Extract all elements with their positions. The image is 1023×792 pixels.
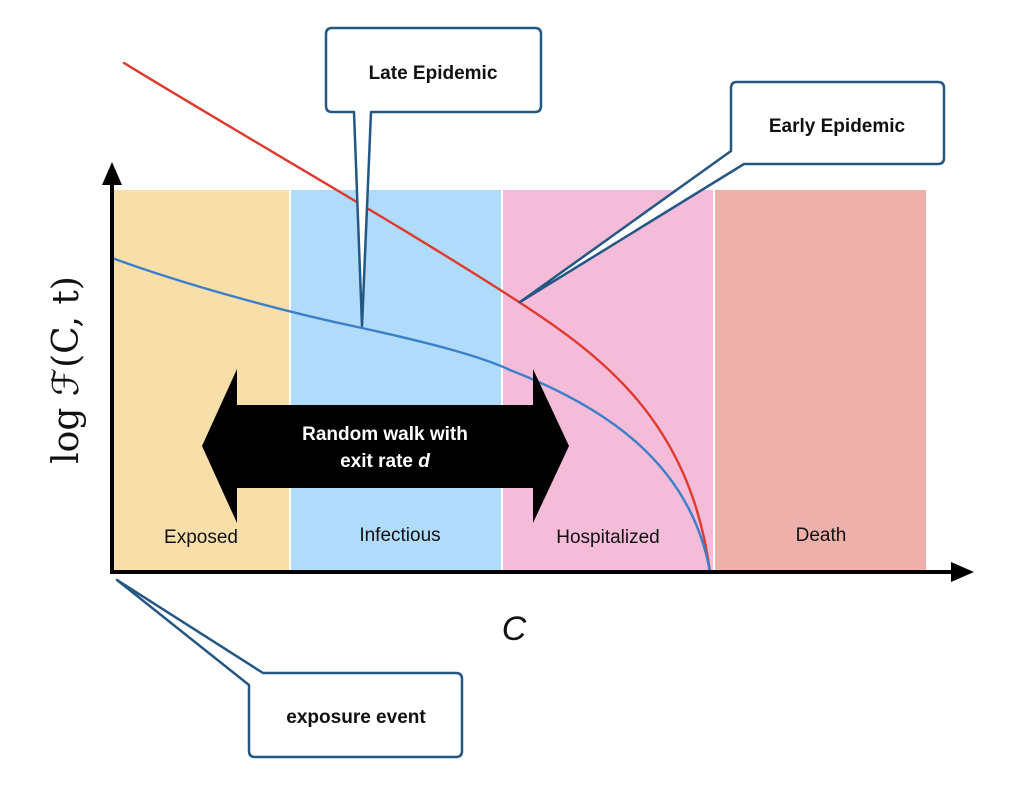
callout-late-epidemic-box xyxy=(324,26,543,328)
band-death xyxy=(715,190,926,571)
curve-early-epidemic xyxy=(122,61,712,574)
callout-early-epidemic: Early Epidemic xyxy=(518,80,946,304)
y-axis-arrowhead xyxy=(102,162,122,185)
arrow-text-line1: Random walk with xyxy=(302,424,468,445)
x-axis-label: C xyxy=(502,610,527,648)
callout-early-epidemic-box xyxy=(518,80,946,304)
band-label-death: Death xyxy=(796,525,847,546)
x-axis-arrowhead xyxy=(951,562,974,582)
callout-early-epidemic-text: Early Epidemic xyxy=(769,116,906,137)
callout-exposure-event: exposure event xyxy=(115,578,464,759)
y-axis-label: log ℱ(C, t) xyxy=(46,276,87,464)
arrow-text-line2: exit rate d xyxy=(340,451,430,472)
double-arrow-shape xyxy=(202,369,569,523)
band-label-exposed: Exposed xyxy=(164,527,238,548)
axes xyxy=(102,162,974,582)
band-exposed xyxy=(114,190,289,571)
arrow-text-line2-prefix: exit rate xyxy=(340,451,418,472)
band-label-hospitalized: Hospitalized xyxy=(556,527,660,548)
random-walk-double-arrow: Random walk with exit rate d xyxy=(202,369,569,523)
band-label-infectious: Infectious xyxy=(359,525,440,546)
callout-exposure-event-box xyxy=(115,578,464,759)
curve-late-epidemic xyxy=(110,256,712,574)
band-infectious xyxy=(291,190,501,571)
callout-late-epidemic: Late Epidemic xyxy=(324,26,543,328)
arrow-text-variable-d: d xyxy=(418,451,430,472)
callout-exposure-event-text: exposure event xyxy=(286,707,426,728)
callout-late-epidemic-text: Late Epidemic xyxy=(369,63,498,84)
compartment-bands xyxy=(114,190,926,571)
